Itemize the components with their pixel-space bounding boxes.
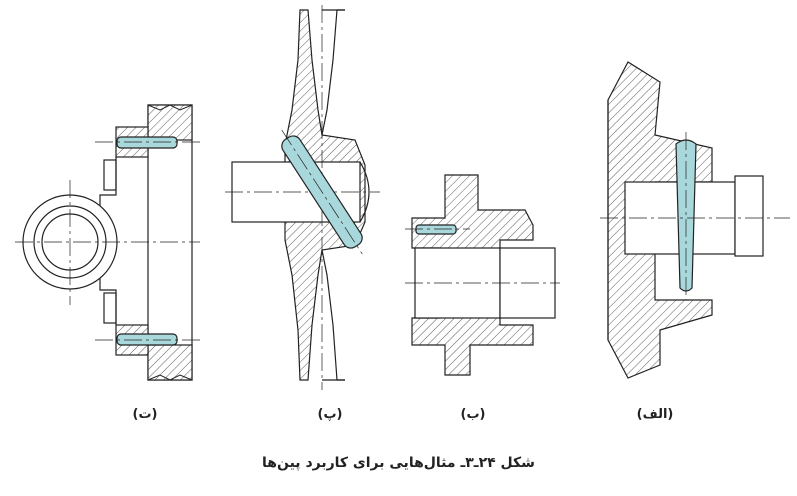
- pin-t-bottom: [116, 333, 178, 346]
- pin-alef-tapered: [675, 139, 697, 292]
- label-alef: (الف): [636, 407, 674, 422]
- figure-caption: شکل ۲۴ـ۳ـ مثال‌هایی برای کاربرد پین‌ها: [262, 455, 535, 471]
- pin-t-top: [116, 136, 178, 149]
- drawing-t: [15, 104, 200, 381]
- drawing-b: [405, 174, 560, 376]
- label-t: (ت): [132, 407, 158, 422]
- drawing-alef: [600, 61, 790, 379]
- label-b: (ب): [460, 407, 486, 422]
- label-p: (پ): [317, 407, 343, 422]
- pin-b-small: [415, 224, 457, 235]
- drawing-p: [225, 5, 380, 390]
